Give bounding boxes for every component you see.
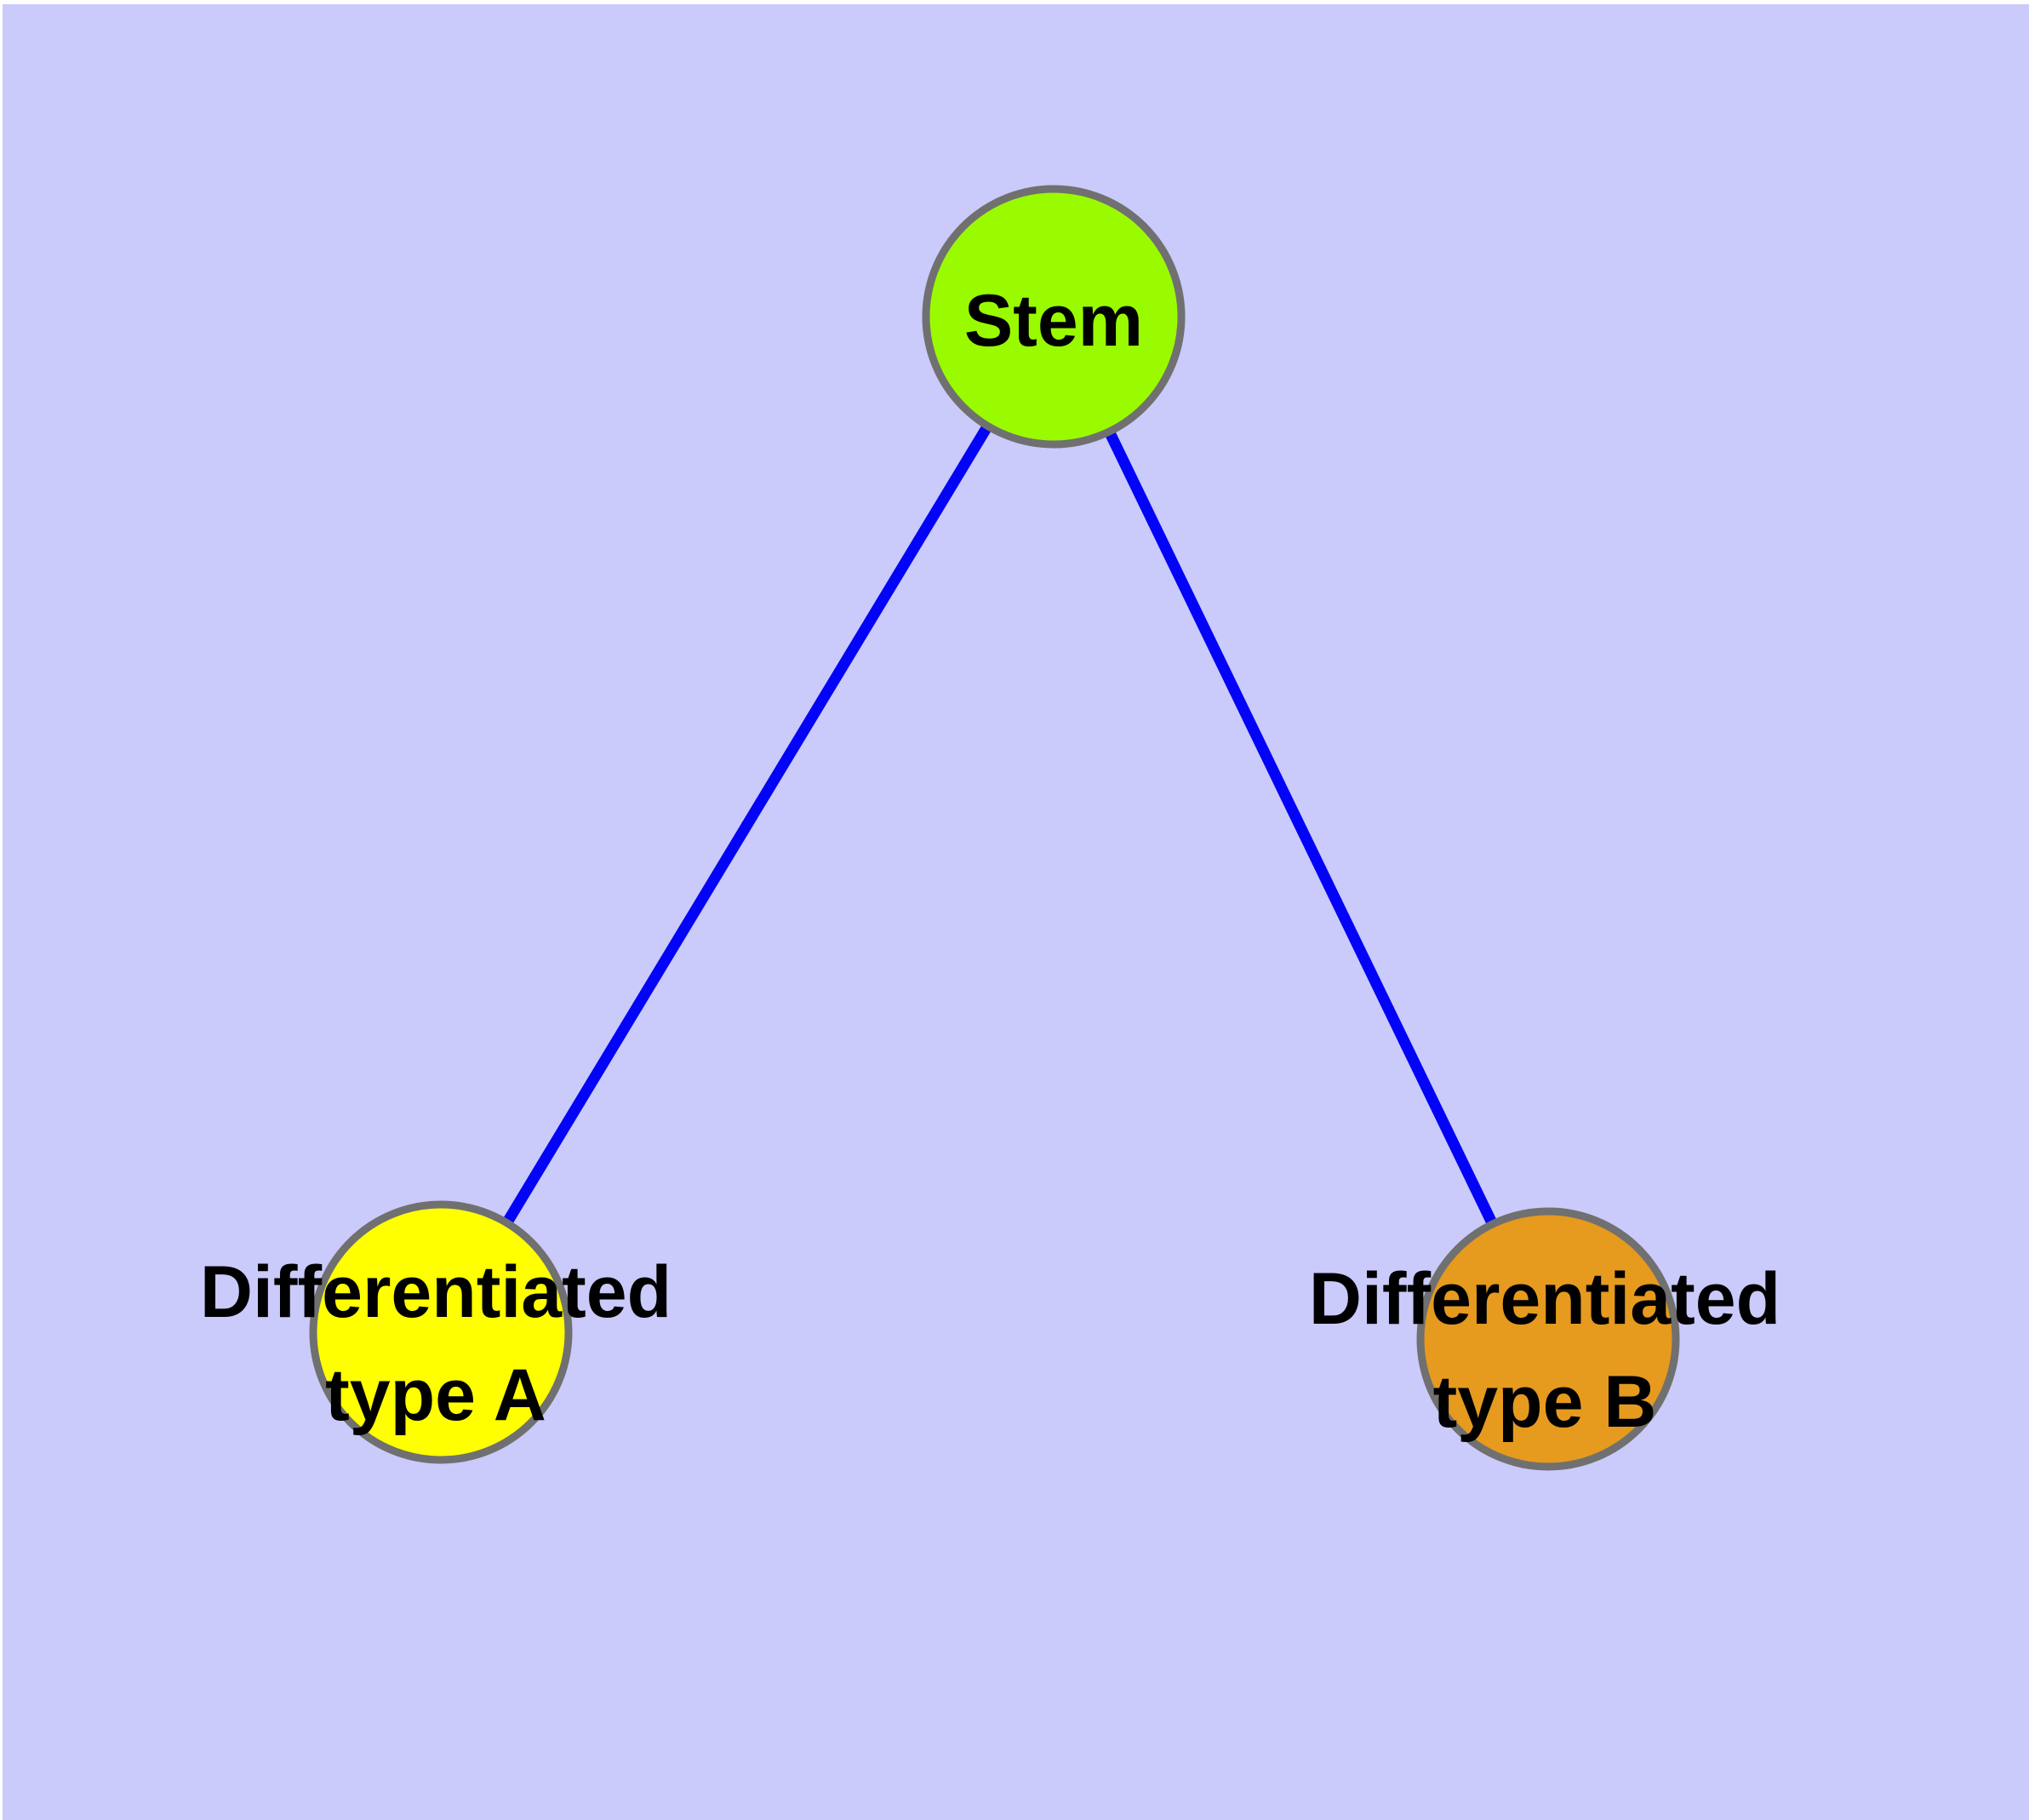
node-stem-label: Stem: [964, 280, 1143, 362]
node-differentiated-type-b: [1416, 1207, 1680, 1471]
node-type-b-label-line1: Differentiated: [1309, 1258, 1780, 1340]
edge-stem-to-type-b: [1049, 314, 1553, 1342]
node-type-a-label-line1: Differentiated: [200, 1251, 672, 1333]
node-differentiated-type-a: [309, 1200, 573, 1464]
node-stem: [922, 185, 1186, 449]
node-type-b-label-line2: type B: [1433, 1361, 1657, 1443]
node-type-a-label-line2: type A: [325, 1354, 546, 1436]
edge-stem-to-type-a: [436, 313, 1059, 1336]
